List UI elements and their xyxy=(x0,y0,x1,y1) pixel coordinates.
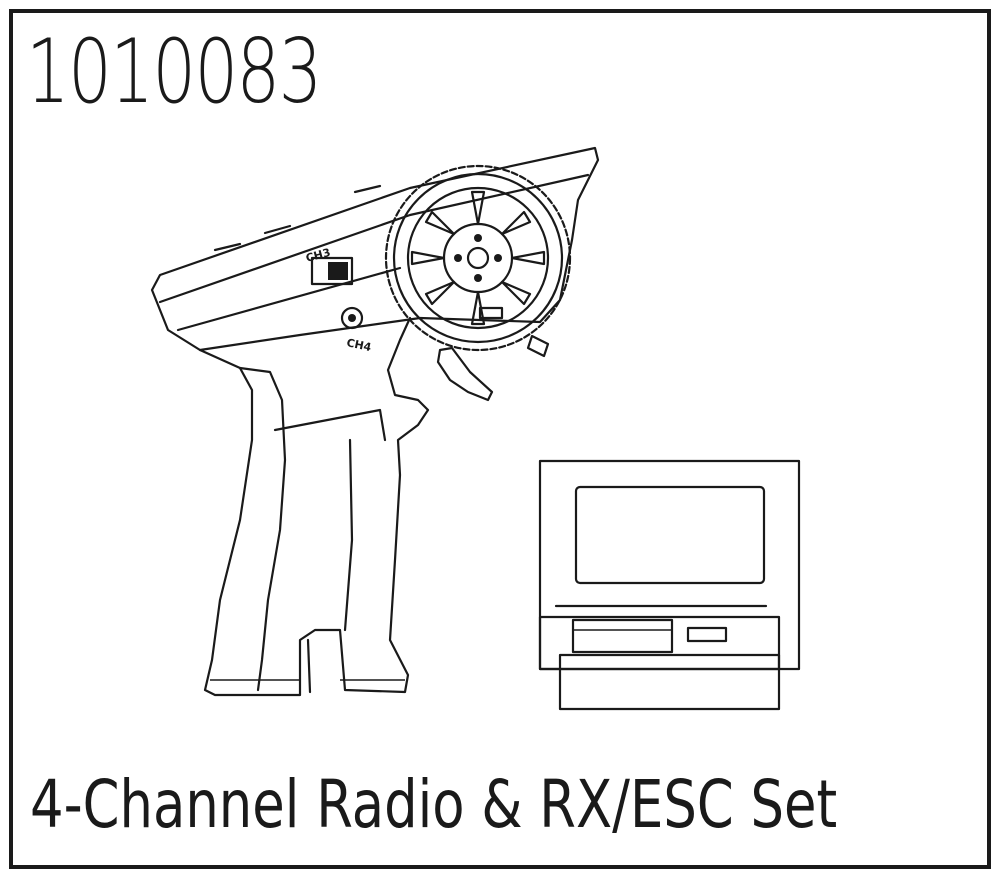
product-name: 4-Channel Radio & RX/ESC Set xyxy=(30,766,838,843)
page-border xyxy=(9,9,991,869)
part-number: 1010083 xyxy=(26,20,322,123)
ch3-label: CH3 xyxy=(304,246,331,265)
ch4-label: CH4 xyxy=(345,336,372,354)
receiver-esc-drawing xyxy=(538,459,801,711)
transmitter-drawing: CH3 CH4 xyxy=(150,146,600,697)
